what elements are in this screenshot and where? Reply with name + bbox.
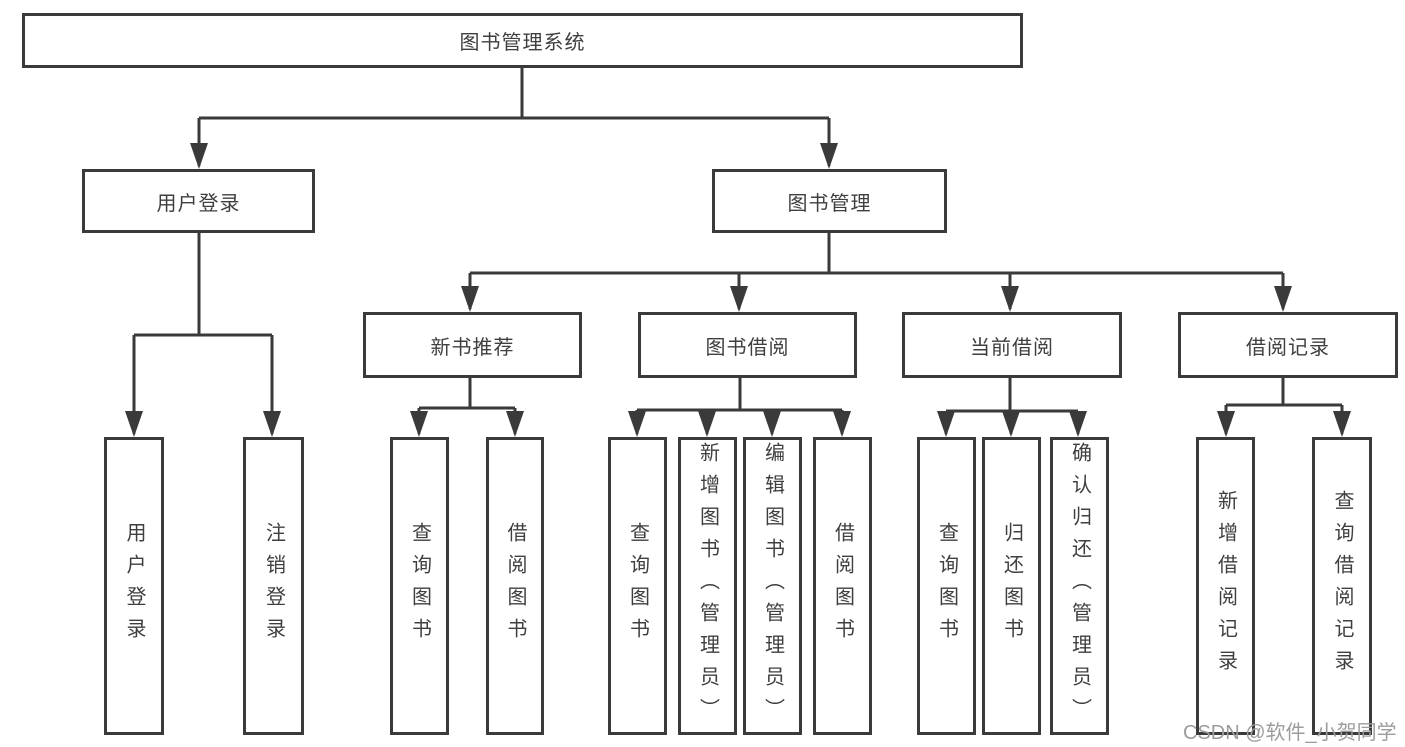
node-label: 确认归还（管理员）: [1068, 442, 1091, 730]
node-label: 注销登录: [262, 522, 285, 650]
node-leaf-add-books-admin: 新增图书（管理员）: [678, 437, 737, 735]
node-label: 编辑图书（管理员）: [761, 442, 784, 730]
node-leaf-query-borrow-record: 查询借阅记录: [1312, 437, 1372, 735]
node-label: 新书推荐: [430, 336, 515, 359]
node-label: 图书管理: [787, 192, 872, 215]
node-leaf-query-books-3: 查询图书: [917, 437, 976, 735]
node-book-management: 图书管理: [712, 169, 947, 233]
node-user-login-branch: 用户登录: [82, 169, 315, 233]
node-leaf-logout: 注销登录: [243, 437, 304, 735]
node-label: 借阅记录: [1246, 336, 1330, 359]
node-leaf-edit-books-admin: 编辑图书（管理员）: [743, 437, 802, 735]
node-label: 借阅图书: [831, 522, 854, 650]
node-label: 查询图书: [935, 522, 958, 650]
csdn-watermark: CSDN @软件_小贺同学: [1183, 722, 1397, 744]
node-label: 用户登录: [123, 522, 145, 650]
node-borrowing-records: 借阅记录: [1178, 312, 1398, 378]
node-library-management-system: 图书管理系统: [22, 13, 1023, 68]
node-leaf-borrow-books-2: 借阅图书: [813, 437, 872, 735]
node-label: 归还图书: [1000, 522, 1023, 650]
node-label: 查询借阅记录: [1331, 490, 1353, 682]
node-leaf-borrow-books-1: 借阅图书: [486, 437, 544, 735]
node-label: 查询图书: [408, 522, 431, 650]
node-leaf-confirm-return-admin: 确认归还（管理员）: [1050, 437, 1109, 735]
node-new-book-recommendation: 新书推荐: [363, 312, 582, 378]
node-book-borrowing: 图书借阅: [638, 312, 857, 378]
node-label: 新增借阅记录: [1214, 490, 1237, 682]
node-label: 借阅图书: [504, 522, 526, 650]
node-label: 图书管理系统: [459, 32, 586, 54]
node-leaf-user-login: 用户登录: [104, 437, 164, 735]
node-leaf-query-books-2: 查询图书: [608, 437, 667, 735]
node-label: 图书借阅: [705, 336, 790, 359]
node-label: 查询图书: [626, 522, 649, 650]
node-label: 新增图书（管理员）: [696, 442, 719, 730]
node-current-borrowing: 当前借阅: [902, 312, 1122, 378]
node-label: 当前借阅: [970, 336, 1054, 359]
node-leaf-add-borrow-record: 新增借阅记录: [1196, 437, 1255, 735]
node-label: 用户登录: [156, 192, 241, 215]
node-leaf-query-books-1: 查询图书: [390, 437, 449, 735]
node-leaf-return-books: 归还图书: [982, 437, 1041, 735]
